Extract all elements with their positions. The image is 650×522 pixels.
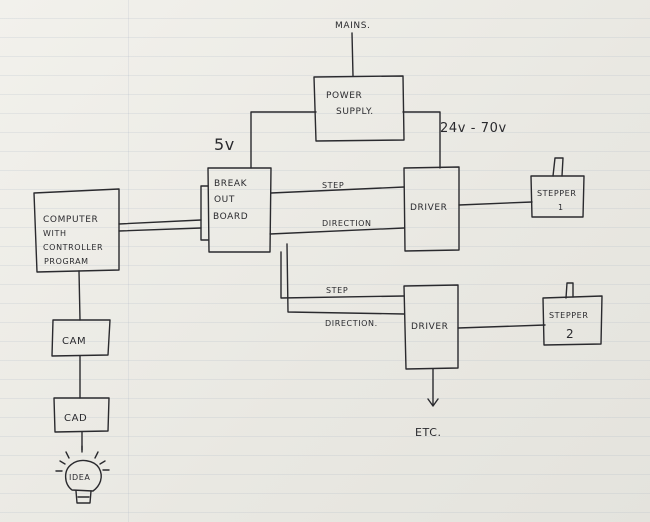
stepper-1-box — [530, 175, 585, 218]
cad-label: CAD — [64, 413, 87, 424]
step-wire-2 — [280, 251, 405, 299]
lightbulb-icon — [55, 445, 110, 504]
driver-1-box — [403, 166, 460, 252]
breakout-label-1: BREAK — [214, 179, 248, 189]
computer-cable-bottom — [118, 227, 202, 232]
direction-wire-1 — [269, 227, 405, 235]
breakout-label-2: OUT — [214, 195, 235, 205]
computer-cable-top — [118, 219, 202, 225]
direction-label-2: DIRECTION. — [325, 319, 378, 328]
step-wire-1 — [270, 186, 405, 194]
step-label-1: STEP — [322, 181, 344, 190]
stepper-1-shaft — [552, 157, 564, 177]
stepper-2-label-a: STEPPER — [549, 311, 588, 320]
etc-arrow — [427, 368, 439, 407]
computer-label-4: PROGRAM — [44, 257, 89, 266]
computer-box — [33, 188, 120, 273]
stepper-2-shaft — [565, 282, 574, 299]
power-supply-box — [313, 75, 405, 142]
computer-label-1: COMPUTER — [43, 215, 98, 225]
stepper-2-box — [542, 295, 603, 346]
power-supply-label-1: POWER — [326, 91, 362, 101]
step-label-2: STEP — [326, 286, 348, 295]
driver-2-box — [403, 284, 459, 370]
driver-2-label: DRIVER — [411, 322, 449, 332]
driver-1-stepper-1-wire — [458, 201, 533, 206]
idea-label: IDEA — [69, 473, 90, 482]
5v-label: 5v — [214, 135, 235, 154]
etc-label: ETC. — [415, 426, 442, 439]
cad-box — [53, 397, 110, 433]
breakout-board-side-tab — [200, 185, 209, 241]
5v-wire — [250, 111, 317, 169]
computer-cam-link — [78, 270, 81, 321]
driver-2-stepper-2-wire — [457, 324, 546, 329]
stepper-1-label-b: 1 — [558, 203, 564, 212]
computer-label-2: WITH — [43, 229, 67, 238]
computer-label-3: CONTROLLER — [43, 243, 103, 252]
voltage-range-label: 24v - 70v — [440, 121, 507, 136]
mains-wire — [351, 32, 354, 77]
breakout-label-3: BOARD — [213, 212, 248, 222]
stepper-2-label-b: 2 — [566, 327, 574, 341]
driver-1-label: DRIVER — [410, 203, 448, 213]
mains-label: MAINS. — [335, 21, 370, 31]
cam-box — [51, 319, 111, 357]
cam-label: CAM — [62, 336, 86, 347]
power-supply-label-2: SUPPLY. — [336, 107, 374, 117]
direction-wire-2 — [286, 243, 405, 315]
direction-label-1: DIRECTION — [322, 219, 372, 228]
breakout-board-box — [207, 167, 272, 253]
high-voltage-wire — [402, 111, 441, 169]
stepper-1-label-a: STEPPER — [537, 189, 576, 198]
